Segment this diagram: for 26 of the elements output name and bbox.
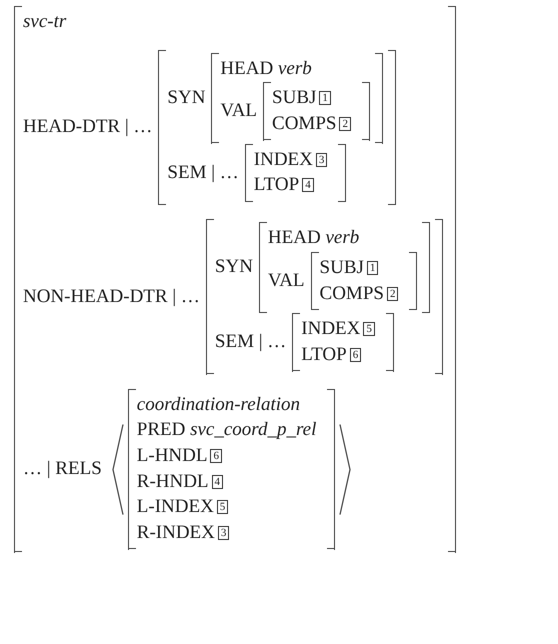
feature-label: HEAD-DTR | …	[23, 115, 152, 140]
feature-label: PRED svc_coord_p_rel	[136, 418, 316, 442]
feature-label: … | RELS	[23, 456, 102, 481]
feature-label: SYN	[214, 255, 253, 280]
type-label: coordination-relation	[136, 392, 300, 417]
feature-label: HEAD verb	[268, 226, 360, 250]
feature-label: SUBJ 1	[320, 256, 378, 280]
feature-label: SEM | …	[214, 330, 286, 354]
feature-label: SEM | …	[167, 160, 239, 185]
feature-label: L-INDEX 5	[136, 495, 228, 520]
feature-label: L-HNDL 6	[136, 444, 222, 469]
feature-label: VAL	[268, 268, 305, 293]
feature-label: COMPS 2	[320, 282, 398, 306]
feature-label: HEAD verb	[220, 56, 312, 81]
feature-label: LTOP 4	[254, 173, 314, 198]
feature-label: COMPS 2	[272, 112, 351, 137]
feature-label: INDEX 5	[301, 317, 375, 342]
feature-label: LTOP 6	[301, 342, 362, 368]
feature-label: INDEX 3	[254, 148, 328, 172]
feature-label: SUBJ 1	[272, 86, 331, 112]
feature-label: R-HNDL 4	[136, 470, 224, 494]
feature-label: SYN	[167, 86, 206, 110]
feature-label: VAL	[220, 99, 258, 124]
feature-label: NON-HEAD-DTR | …	[23, 284, 200, 308]
type-label: svc-tr	[23, 10, 66, 34]
feature-label: R-INDEX 3	[136, 521, 230, 546]
